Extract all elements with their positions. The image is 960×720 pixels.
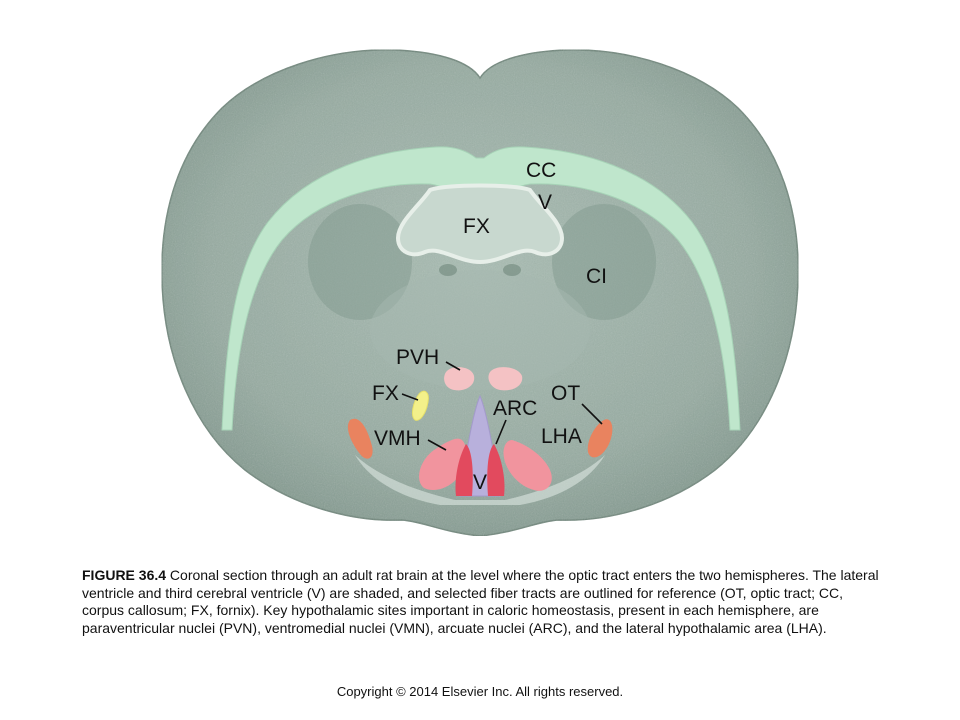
brain-diagram: CC V FX CI PVH FX OT ARC VMH LHA V	[161, 49, 799, 537]
figure-number: FIGURE 36.4	[82, 567, 167, 583]
label-arc: ARC	[493, 397, 537, 420]
label-v-bottom: V	[473, 471, 487, 494]
figure-caption: FIGURE 36.4 Coronal section through an a…	[82, 567, 882, 637]
label-cc: CC	[526, 159, 556, 182]
vmh-nucleus-left	[419, 438, 466, 490]
arc-leader	[495, 419, 507, 445]
pvh-nucleus-left	[444, 367, 475, 391]
lha-right	[587, 419, 613, 458]
arc-nucleus-left	[455, 444, 473, 496]
label-v-top: V	[538, 191, 552, 214]
label-ot: OT	[551, 382, 580, 405]
arc-nucleus-right	[487, 444, 505, 496]
anterior-commissure-right	[503, 264, 521, 276]
anterior-commissure-left	[439, 264, 457, 276]
label-fx-top: FX	[463, 215, 490, 238]
striatum-left	[308, 204, 412, 320]
pvh-nucleus-right	[488, 367, 523, 391]
label-vmh: VMH	[374, 427, 421, 450]
brain-section-figure: CC V FX CI PVH FX OT ARC VMH LHA V	[161, 49, 799, 537]
caption-text: Coronal section through an adult rat bra…	[82, 567, 879, 636]
label-ci: CI	[586, 265, 607, 288]
vmh-leader	[427, 439, 447, 451]
lha-left	[347, 418, 373, 459]
fornix-nucleus	[411, 390, 429, 421]
pvh-leader	[445, 361, 461, 371]
hypothalamus-region	[370, 270, 590, 390]
label-lha: LHA	[541, 425, 582, 448]
ventral-surface	[355, 455, 605, 505]
striatum-right	[552, 204, 656, 320]
fornix-septum	[395, 183, 565, 265]
ot-leader	[581, 403, 603, 425]
fx-leader	[401, 393, 419, 401]
label-fx: FX	[372, 382, 399, 405]
label-pvh: PVH	[396, 346, 439, 369]
vmh-nucleus-right	[503, 440, 552, 491]
copyright-notice: Copyright © 2014 Elsevier Inc. All right…	[336, 684, 624, 699]
